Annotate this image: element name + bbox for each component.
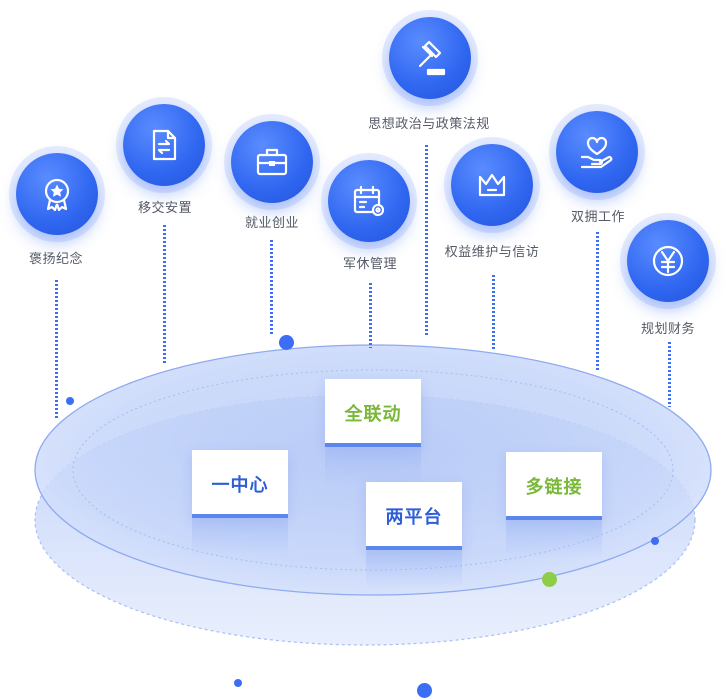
stem-policy (425, 145, 428, 335)
briefcase-icon (256, 148, 288, 176)
card-linkage[interactable]: 全联动 (325, 379, 421, 447)
card-center-text: 一中心 (209, 471, 271, 497)
card-chains-text: 多链接 (523, 473, 585, 499)
bubble-rights[interactable] (451, 144, 533, 226)
card-chains[interactable]: 多链接 (506, 452, 602, 520)
stem-transfer (163, 225, 166, 365)
disc-inner-ring (72, 369, 674, 571)
stem-employment (270, 240, 273, 335)
card-center-reflection (192, 518, 288, 556)
card-platforms-text: 两平台 (383, 503, 445, 529)
crown-icon (478, 173, 506, 197)
stem-honor (55, 280, 58, 420)
bubble-retirement[interactable] (328, 160, 410, 242)
card-center[interactable]: 一中心 (192, 450, 288, 518)
bubble-transfer[interactable] (123, 104, 205, 186)
stem-rights (492, 275, 495, 350)
card-linkage-text: 全联动 (342, 400, 404, 426)
dot-bottom (417, 683, 432, 698)
dot-top (279, 335, 294, 350)
stem-support (596, 232, 599, 372)
dot-right (651, 537, 659, 545)
dot-bottom-small (234, 679, 242, 687)
card-platforms-reflection (366, 550, 462, 588)
calendar-gear-icon (353, 185, 385, 217)
medal-icon (44, 178, 70, 212)
label-support: 双拥工作 (570, 210, 626, 225)
card-chains-reflection (506, 520, 602, 558)
dot-left (66, 397, 74, 405)
label-honor: 褒扬纪念 (28, 252, 84, 267)
label-finance: 规划财务 (640, 322, 696, 337)
card-platforms[interactable]: 两平台 (366, 482, 462, 550)
dot-green (542, 572, 557, 587)
heart-hand-icon (580, 136, 613, 169)
bubble-support[interactable] (556, 111, 638, 193)
bubble-policy[interactable] (389, 17, 471, 99)
label-rights: 权益维护与信访 (444, 245, 540, 260)
label-policy: 思想政治与政策法规 (368, 117, 490, 132)
yen-coin-icon (652, 245, 684, 277)
label-employment: 就业创业 (244, 216, 300, 231)
label-retirement: 军休管理 (342, 257, 398, 272)
gavel-icon (418, 40, 446, 76)
bubble-honor[interactable] (16, 153, 98, 235)
bubble-finance[interactable] (627, 220, 709, 302)
stem-finance (668, 342, 671, 407)
stem-retirement (369, 283, 372, 348)
bubble-employment[interactable] (231, 121, 313, 203)
document-transfer-icon (152, 129, 177, 161)
label-transfer: 移交安置 (137, 201, 193, 216)
card-linkage-reflection (325, 447, 421, 485)
